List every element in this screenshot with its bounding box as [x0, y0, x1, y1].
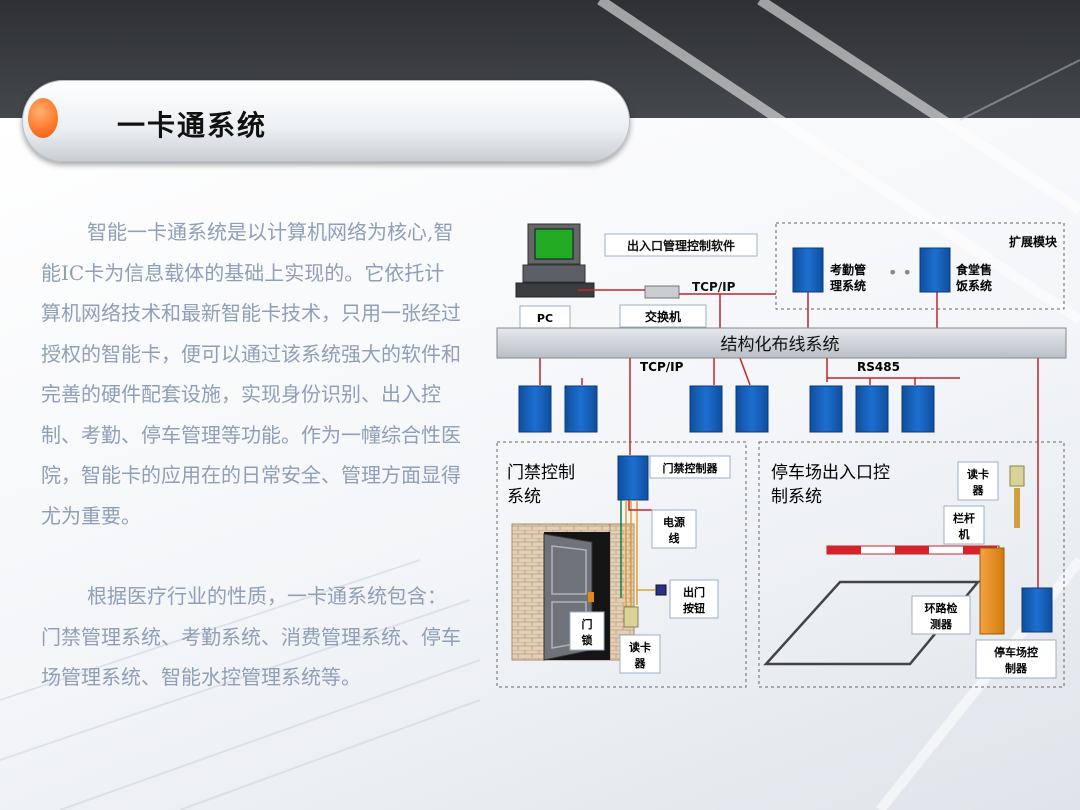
- parking-reader-line2: 器: [972, 484, 985, 497]
- paragraph-components-text: 根据医疗行业的性质，一卡通系统包含：门禁管理系统、考勤系统、消费管理系统、停车场…: [41, 584, 461, 689]
- cabling-bus: [496, 327, 1067, 359]
- lock-label-box: [569, 611, 605, 651]
- paragraph-intro: 智能一卡通系统是以计算机网络为核心,智能IC卡为信息载体的基础上实现的。它依托计…: [41, 212, 461, 536]
- cabling-label: 结构化布线系统: [721, 335, 840, 355]
- pc-label-line1: PC: [537, 312, 553, 325]
- loop-line1: 环路检: [925, 601, 958, 615]
- controller-cabinet-icon: [901, 385, 935, 433]
- rs485-label: RS485: [857, 360, 900, 374]
- power-line2: 线: [669, 531, 680, 545]
- exit-button-icon: [655, 584, 667, 596]
- canteen-cabinet-icon: [919, 247, 951, 293]
- controller-cabinet-icon: [855, 385, 889, 433]
- card-reader-box: [619, 634, 661, 674]
- parking-controller-box: [975, 639, 1057, 679]
- card-reader-icon: [623, 606, 639, 628]
- computer-icon: [515, 223, 595, 298]
- switch-icon: [644, 285, 680, 299]
- paragraph-components: 根据医疗行业的性质，一卡通系统包含：门禁管理系统、考勤系统、消费管理系统、停车场…: [41, 576, 461, 698]
- lock-label-line1: 门: [582, 617, 593, 631]
- tcpip-top-label: TCP/IP: [692, 280, 736, 294]
- expansion-module-region: [775, 222, 1065, 310]
- card-reader-line1: 读卡: [629, 640, 651, 654]
- tcpip-mid-label: TCP/IP: [640, 360, 684, 374]
- barrier-line1: 栏杆: [953, 511, 975, 525]
- svg-text:• •: • •: [888, 263, 912, 282]
- barrier-line2: 机: [959, 527, 970, 541]
- parking-title-line2: 制系统: [771, 487, 822, 507]
- parking-ctrl-line1: 停车场控: [994, 645, 1038, 659]
- attendance-cabinet-icon: [792, 247, 824, 293]
- access-control-region: [496, 441, 747, 688]
- attendance-label-line1: 考勤管: [830, 262, 866, 277]
- barrier-box: [943, 505, 985, 545]
- loop-detector-area: [763, 580, 981, 666]
- lock-label-line2: 锁: [582, 633, 593, 647]
- card-reader-line2: 器: [634, 657, 647, 670]
- controller-cabinet-icon: [735, 385, 769, 433]
- barrier-arm-icon: [826, 545, 1000, 555]
- software-label-box: [604, 233, 758, 257]
- door-lock-icon: [588, 592, 594, 602]
- parking-controller-icon: [1021, 587, 1053, 633]
- switch-label: 交换机: [645, 309, 681, 324]
- title-bullet-icon: [28, 98, 58, 138]
- exit-button-line2: 按钮: [683, 601, 705, 615]
- expansion-label: 扩展模块: [1009, 234, 1058, 249]
- canteen-label-line2: 饭系统: [955, 278, 992, 293]
- access-controller-label: 门禁控制器: [663, 461, 719, 475]
- parking-reader-box: [957, 461, 999, 501]
- barrier-gate-icon: [979, 547, 1005, 635]
- page-title: 一卡通系统: [117, 109, 268, 142]
- access-title-line2: 系统: [507, 487, 541, 507]
- controller-cabinet-icon: [564, 385, 598, 433]
- power-line1: 电源: [663, 515, 685, 529]
- loop-detector-box: [911, 595, 971, 635]
- parking-card-reader-icon: [1009, 465, 1025, 487]
- controller-cabinet-icon: [518, 385, 552, 433]
- loop-line2: 测器: [930, 617, 953, 631]
- paragraph-intro-text: 智能一卡通系统是以计算机网络为核心,智能IC卡为信息载体的基础上实现的。它依托计…: [41, 220, 461, 528]
- canteen-label-line1: 食堂售: [955, 262, 992, 277]
- controller-cabinet-icon: [809, 385, 843, 433]
- access-title-line1: 门禁控制: [507, 463, 575, 483]
- software-label: 出入口管理控制软件: [627, 238, 735, 253]
- exit-button-box: [669, 579, 719, 619]
- power-line-box: [651, 509, 697, 549]
- attendance-label-line2: 理系统: [830, 278, 866, 293]
- parking-ctrl-line2: 制器: [1005, 661, 1028, 675]
- reader-post-icon: [1014, 488, 1020, 528]
- parking-control-region: [758, 441, 1065, 688]
- parking-title-line1: 停车场出入口控: [771, 463, 890, 483]
- controller-cabinets: [518, 385, 935, 433]
- parking-reader-line1: 读卡: [967, 467, 989, 481]
- exit-button-line1: 出门: [683, 585, 705, 599]
- switch-label-box: [619, 304, 707, 328]
- controller-cabinet-icon: [689, 385, 723, 433]
- access-controller-icon: [617, 455, 649, 501]
- system-architecture-diagram: 出入口管理控制软件 TCP/IP PC 机 交换机 结构化布线系统 扩展模块 考…: [496, 222, 1067, 688]
- access-controller-box: [649, 455, 731, 479]
- title-bar: [22, 80, 630, 162]
